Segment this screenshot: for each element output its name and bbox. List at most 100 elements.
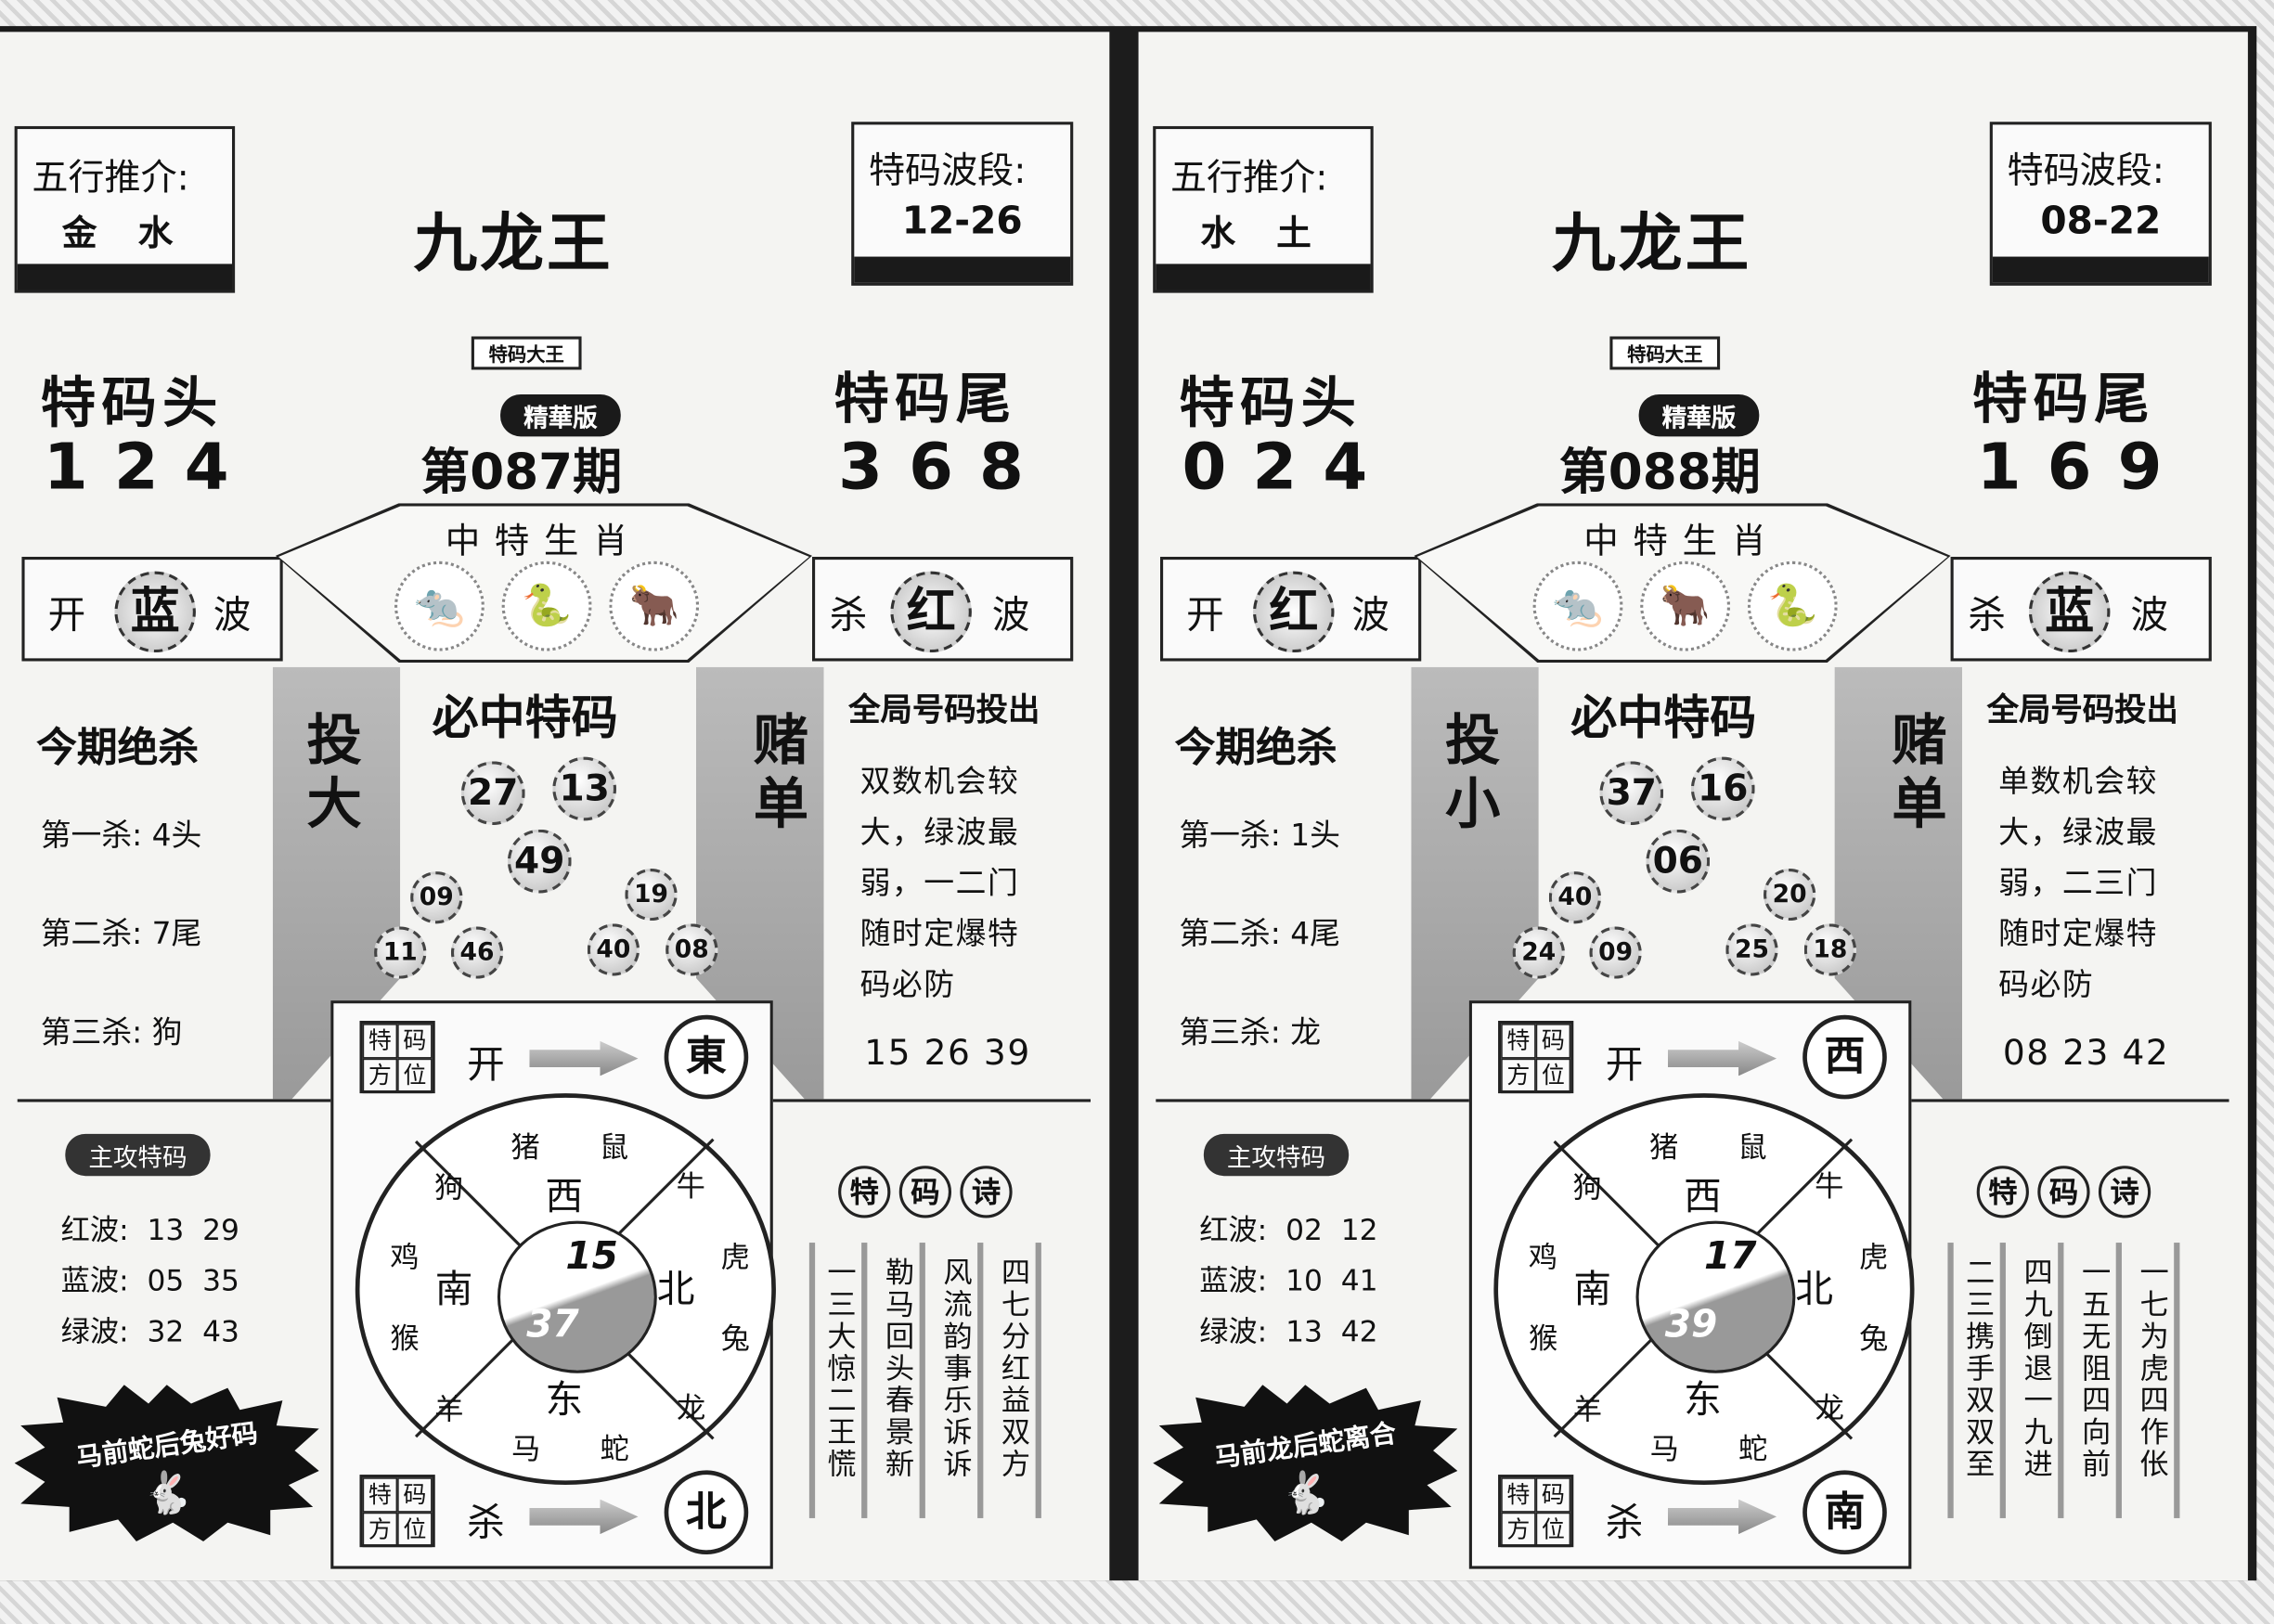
open-direction: 東 (664, 1014, 749, 1100)
logo-subtitle: 特码大王 (471, 336, 582, 370)
box-bar (1156, 264, 1371, 290)
zodiac-animal-icon: 羊 (434, 1391, 464, 1426)
number-ball: 19 (625, 868, 678, 922)
global-title: 全局号码投出 (848, 692, 1040, 729)
poem-header: 特 码 诗 (838, 1166, 1013, 1218)
number-ball: 18 (1803, 923, 1856, 976)
global-line: 单数机会较 (1998, 764, 2158, 799)
number-ball: 25 (1725, 923, 1778, 976)
kill-wave-box: 杀 红 波 (812, 557, 1074, 662)
kill-wave-box: 杀 蓝 波 (1950, 557, 2212, 662)
global-numbers: 15 26 39 (864, 1032, 1031, 1074)
zodiac-animal-icon: 牛 (1815, 1169, 1844, 1205)
zodiac-title: 中特生肖 (445, 520, 643, 561)
global-line: 大，绿波最 (1998, 815, 2158, 850)
wuxing-value: 金 水 (61, 213, 187, 254)
head-label: 特码头 (1179, 371, 1363, 435)
number-ball: 06 (1646, 829, 1711, 894)
number-ball: 40 (587, 923, 640, 976)
zodiac-icon: 🐀 (394, 561, 485, 651)
dragon-logo: 九龙王 特码大王 (291, 108, 806, 376)
number-ball: 09 (1589, 926, 1642, 979)
zodiac-animal-icon: 鼠 (1738, 1128, 1767, 1165)
number-ball: 49 (507, 829, 572, 894)
global-line: 双数机会较 (859, 764, 1020, 799)
logo-title: 九龙王 (1551, 207, 1752, 282)
kill-direction: 北 (664, 1470, 749, 1554)
open-direction: 西 (1802, 1014, 1887, 1100)
kill-3: 第三杀: 狗 (40, 1014, 183, 1050)
issue-number: 第088期 (1558, 444, 1761, 502)
logo-subtitle: 特码大王 (1609, 336, 1721, 370)
global-line: 弱，二三门 (1998, 865, 2158, 901)
band-value: 08-22 (2040, 200, 2162, 244)
red-wave-numbers: 红波: 02 12 (1199, 1212, 1378, 1247)
zodiac-animal-icon: 鸡 (390, 1240, 420, 1275)
number-ball: 16 (1690, 756, 1755, 821)
yy-bottom-number: 39 (1664, 1303, 1718, 1347)
tail-label: 特码尾 (833, 367, 1017, 432)
red-wave-numbers: 红波: 13 29 (60, 1212, 239, 1247)
global-line: 弱，一二门 (859, 865, 1020, 901)
position-grid: 特码方位 (1498, 1021, 1574, 1094)
global-line: 码必防 (1998, 967, 2095, 1002)
band-box: 特码波段: 12-26 (851, 122, 1074, 286)
zodiac-animal-icon: 虎 (720, 1239, 750, 1275)
global-line: 随时定爆特 (859, 916, 1020, 952)
box-bar (1992, 256, 2209, 283)
zodiac-icon: 🐍 (501, 561, 592, 651)
number-ball: 40 (1548, 871, 1601, 924)
poem-line: 风流韵事乐诉诉 (925, 1243, 984, 1518)
position-grid: 特码方位 (1498, 1475, 1574, 1548)
kill-prefix: 杀 (829, 594, 868, 638)
arrow-right-icon (1667, 1499, 1777, 1535)
poem-line: 二三携手双双至 (1947, 1243, 2006, 1518)
kill-2: 第二杀: 7尾 (40, 916, 202, 952)
yy-top-number: 17 (1703, 1235, 1757, 1280)
kill-2: 第二杀: 4尾 (1179, 916, 1340, 952)
zodiac-icon: 🐂 (1640, 561, 1731, 651)
open-wave-color: 红 (1253, 571, 1335, 653)
wuxing-value: 水 土 (1200, 213, 1326, 254)
head-label: 特码头 (40, 371, 224, 435)
number-ball: 37 (1599, 761, 1664, 826)
poem-head-char: 码 (2037, 1166, 2090, 1218)
yy-bottom-number: 37 (526, 1303, 579, 1347)
wuxing-box: 五行推介: 水 土 (1153, 125, 1374, 293)
kill-1: 第一杀: 1头 (1179, 818, 1340, 853)
open-word: 开 (1605, 1044, 1644, 1088)
zodiac-animal-icon: 猪 (1648, 1128, 1679, 1165)
poem-head-char: 特 (1976, 1166, 2029, 1218)
position-grid: 特码方位 (359, 1021, 435, 1094)
global-title: 全局号码投出 (1986, 692, 2178, 729)
box-bar (17, 264, 232, 290)
compass-east: 东 (545, 1378, 584, 1423)
logo-title: 九龙王 (413, 207, 614, 282)
zodiac-animal-icon: 猪 (510, 1128, 540, 1165)
kill-word: 杀 (1605, 1502, 1644, 1546)
green-wave-numbers: 绿波: 32 43 (60, 1313, 239, 1349)
number-ball: 08 (665, 923, 718, 976)
head-value: 024 (1182, 431, 1394, 505)
kill-direction: 南 (1802, 1470, 1887, 1554)
number-ball: 24 (1512, 926, 1565, 979)
band-label: 特码波段: (868, 148, 1027, 192)
tail-value: 368 (838, 431, 1051, 505)
rabbit-icon: 🐇 (142, 1468, 193, 1517)
global-numbers: 08 23 42 (2002, 1032, 2170, 1074)
kill-1: 第一杀: 4头 (40, 818, 202, 853)
wuxing-label: 五行推介: (32, 156, 189, 200)
wuxing-label: 五行推介: (1169, 156, 1328, 200)
zodiac-animal-icon: 猴 (1528, 1321, 1558, 1357)
number-ball: 11 (374, 926, 427, 979)
arrow-right-icon (529, 1499, 639, 1535)
kills-title: 今期绝杀 (1174, 723, 1337, 772)
slogan-starburst: 马前蛇后兔好码🐇 (14, 1385, 319, 1541)
compass-south: 南 (1573, 1269, 1611, 1313)
edition-badge: 精華版 (500, 394, 621, 437)
band-box: 特码波段: 08-22 (1989, 122, 2212, 286)
zodiac-animal-icon: 狗 (1572, 1169, 1602, 1205)
